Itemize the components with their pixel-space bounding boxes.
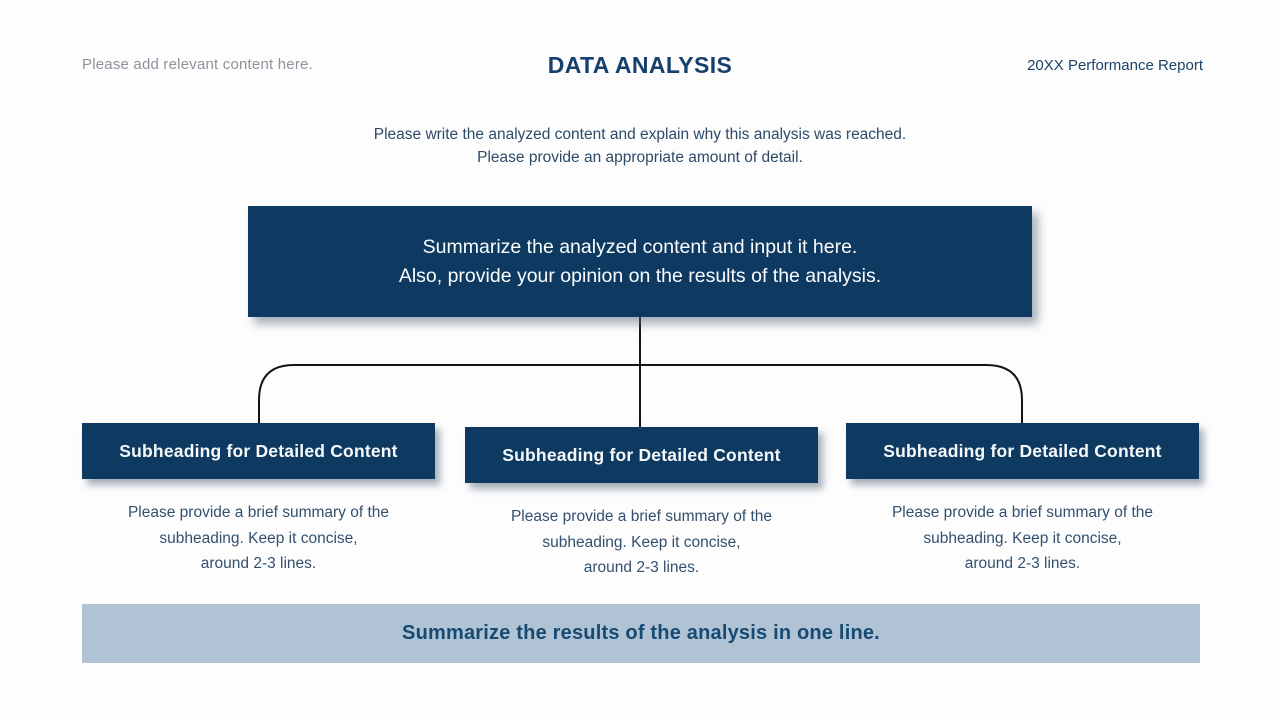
branch-left-body-line-1: Please provide a brief summary of the — [127, 504, 390, 521]
branch-right-body-line-2: subheading. Keep it concise, — [923, 529, 1122, 547]
conclusion-bar: Summarize the results of the analysis in… — [82, 604, 1200, 663]
branch-middle-body-line-3: around 2-3 lines. — [583, 559, 700, 576]
branch-left-body: Please provide a brief summary of the su… — [82, 500, 435, 577]
branch-middle: Subheading for Detailed Content Please p… — [465, 427, 818, 581]
branch-right-body-line-1: Please provide a brief summary of the — [891, 504, 1154, 521]
header-left-note: Please add relevant content here. — [82, 56, 313, 73]
branch-right-body: Please provide a brief summary of the su… — [846, 500, 1199, 577]
intro-text: Please write the analyzed content and ex… — [0, 123, 1280, 169]
branch-middle-body-line-1: Please provide a brief summary of the — [510, 508, 773, 525]
summary-box-line-1: Summarize the analyzed content and input… — [422, 235, 858, 258]
branch-middle-body: Please provide a brief summary of the su… — [465, 504, 818, 581]
branch-right-heading-box: Subheading for Detailed Content — [846, 423, 1199, 479]
page-title: DATA ANALYSIS — [547, 52, 733, 78]
intro-line-1: Please write the analyzed content and ex… — [373, 126, 907, 143]
intro-line-2: Please provide an appropriate amount of … — [477, 149, 803, 166]
branch-left: Subheading for Detailed Content Please p… — [82, 423, 435, 577]
branch-middle-heading: Subheading for Detailed Content — [502, 444, 781, 465]
branch-middle-body-line-2: subheading. Keep it concise, — [542, 533, 741, 551]
branch-right-body-line-3: around 2-3 lines. — [964, 555, 1081, 572]
header-right-note: 20XX Performance Report — [1027, 57, 1203, 74]
summary-box-line-2: Also, provide your opinion on the result… — [398, 264, 882, 287]
conclusion-bar-text: Summarize the results of the analysis in… — [402, 622, 880, 644]
branch-left-body-line-2: subheading. Keep it concise, — [159, 529, 358, 547]
branch-left-heading: Subheading for Detailed Content — [119, 440, 398, 461]
branch-right: Subheading for Detailed Content Please p… — [846, 423, 1199, 577]
branch-left-heading-box: Subheading for Detailed Content — [82, 423, 435, 479]
branch-left-body-line-3: around 2-3 lines. — [200, 555, 317, 572]
branch-middle-heading-box: Subheading for Detailed Content — [465, 427, 818, 483]
branch-right-heading: Subheading for Detailed Content — [883, 440, 1162, 461]
summary-box: Summarize the analyzed content and input… — [248, 206, 1032, 317]
